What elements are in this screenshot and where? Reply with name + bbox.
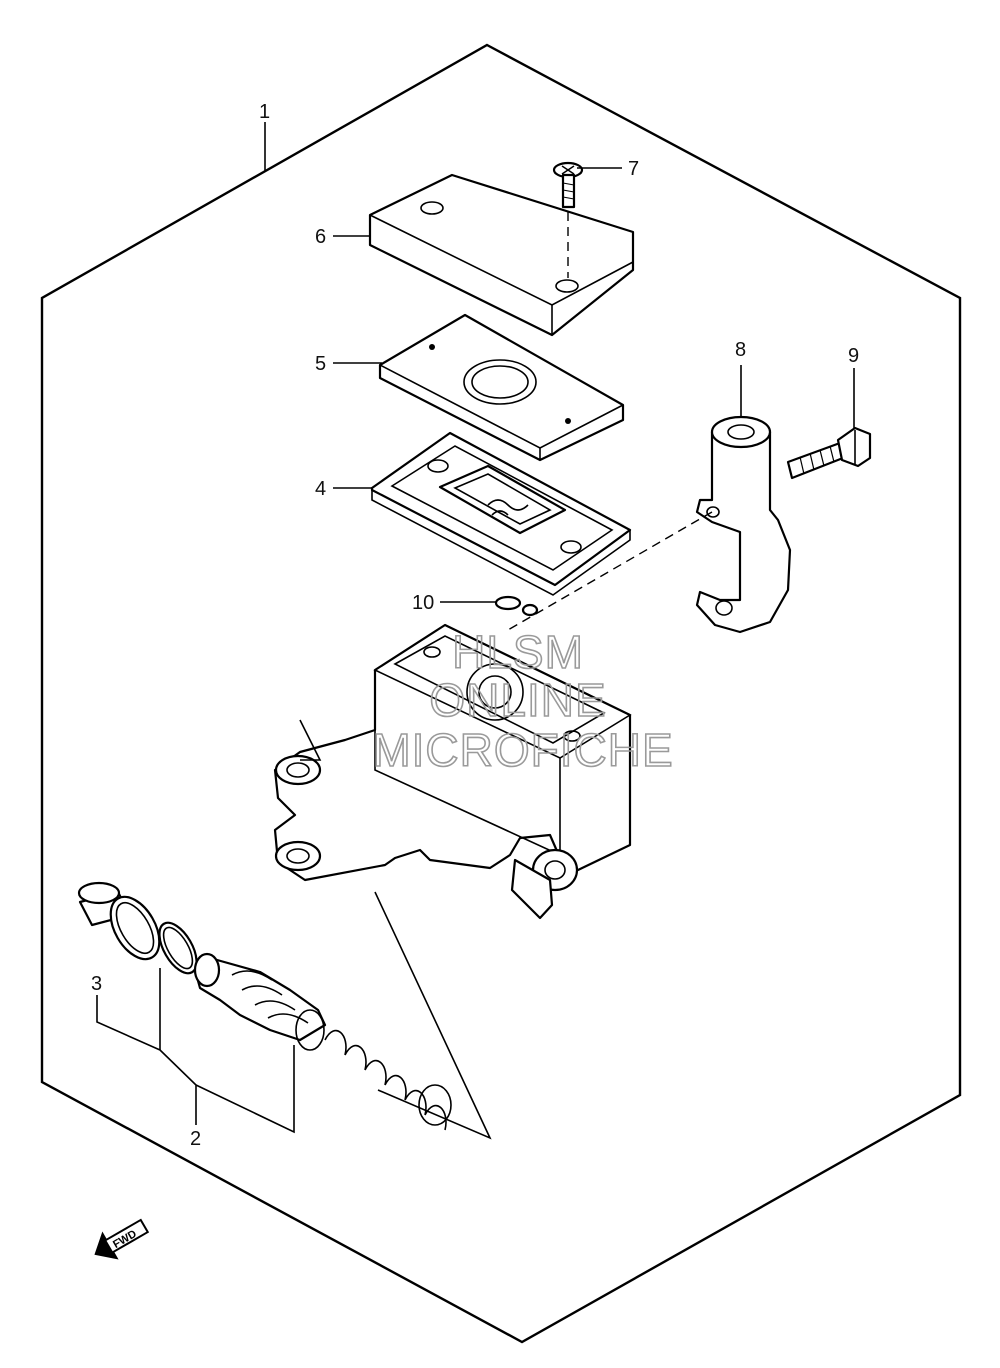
- diaphragm-part-4[interactable]: [370, 431, 632, 596]
- assembly-outline: [40, 43, 962, 1344]
- watermark-line-1: HLSM: [452, 626, 584, 678]
- callout-5: 5: [315, 353, 326, 375]
- reservoir-cap-part-6[interactable]: [368, 173, 635, 337]
- callout-1: 1: [259, 101, 270, 123]
- callout-10: 10: [412, 592, 434, 614]
- callout-2: 2: [190, 1128, 201, 1150]
- master-cylinder-body[interactable]: [273, 623, 632, 920]
- leader-lines: [96, 122, 855, 1134]
- callout-6: 6: [315, 226, 326, 248]
- piston-set-part-2[interactable]: [193, 952, 452, 1131]
- forward-arrow-icon: FWD: [94, 1218, 150, 1260]
- watermark-line-2: ONLINE: [429, 674, 606, 726]
- callout-9: 9: [848, 345, 859, 367]
- clip-part-10[interactable]: [494, 595, 539, 617]
- watermark: HLSM ONLINE MICROFICHE: [372, 625, 674, 777]
- watermark-line-3: MICROFICHE: [372, 724, 673, 776]
- fwd-label: FWD: [111, 1228, 139, 1251]
- holder-part-8[interactable]: [695, 415, 792, 634]
- diaphragm-plate-part-5[interactable]: [378, 313, 625, 462]
- callout-4: 4: [315, 478, 326, 500]
- callout-7: 7: [628, 158, 639, 180]
- callout-8: 8: [735, 339, 746, 361]
- bolt-part-9[interactable]: [786, 426, 872, 480]
- callout-3: 3: [91, 973, 102, 995]
- screw-part-7[interactable]: [552, 161, 584, 209]
- boot-and-ring-part-3[interactable]: [77, 881, 204, 979]
